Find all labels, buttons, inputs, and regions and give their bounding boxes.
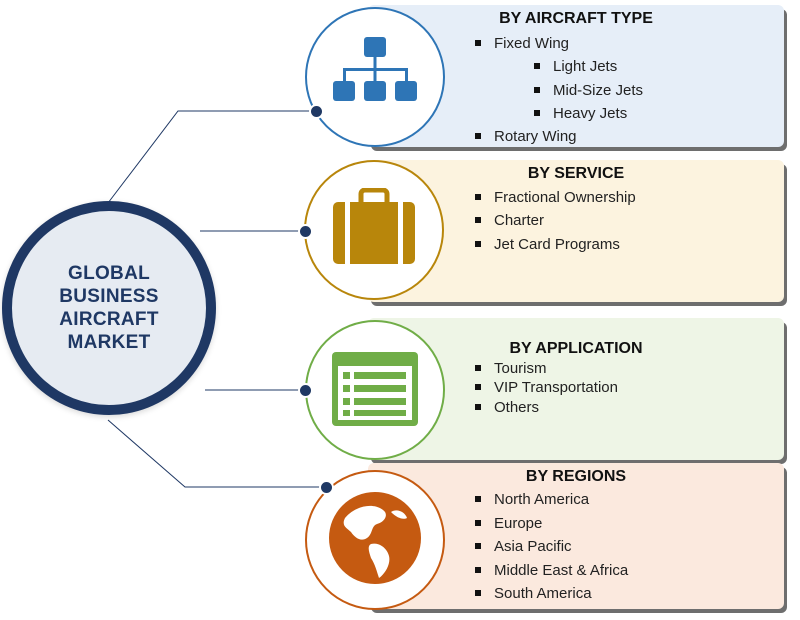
icon-ring-aircraft-type: [305, 7, 445, 147]
list-item: South America: [475, 585, 592, 602]
connector-dot: [319, 480, 334, 495]
panel-title-aircraft-type: BY AIRCRAFT TYPE: [499, 10, 653, 27]
list-item: Fixed Wing: [475, 35, 569, 52]
connector-dot: [298, 383, 313, 398]
list-item: Tourism: [475, 360, 547, 377]
list-item: Heavy Jets: [534, 105, 627, 122]
list-item: Middle East & Africa: [475, 562, 628, 579]
list-item: Europe: [475, 515, 542, 532]
list-item: Light Jets: [534, 58, 617, 75]
icon-ring-application: [305, 320, 445, 460]
globe-icon: [325, 488, 425, 593]
list-item: Rotary Wing: [475, 128, 577, 145]
list-item: Fractional Ownership: [475, 189, 636, 206]
central-hub-circle: GLOBAL BUSINESS AIRCRAFT MARKET: [2, 201, 216, 415]
panel-title-service: BY SERVICE: [527, 165, 625, 182]
icon-ring-regions: [305, 470, 445, 610]
panel-title-regions: BY REGIONS: [525, 468, 627, 485]
icon-ring-service: [304, 160, 444, 300]
list-item: Charter: [475, 212, 544, 229]
briefcase-icon: [329, 187, 419, 273]
panel-service: BY SERVICE Fractional Ownership Charter …: [368, 160, 784, 302]
connector-dot: [309, 104, 324, 119]
list-item: North America: [475, 491, 589, 508]
list-item: Mid-Size Jets: [534, 82, 643, 99]
panel-application: BY APPLICATION Tourism VIP Transportatio…: [368, 318, 784, 460]
connector-dot: [298, 224, 313, 239]
hub-title: GLOBAL BUSINESS AIRCRAFT MARKET: [59, 263, 159, 353]
list-item: Jet Card Programs: [475, 236, 620, 253]
list-window-icon: [330, 348, 420, 433]
panel-title-application: BY APPLICATION: [509, 340, 643, 357]
list-item: Asia Pacific: [475, 538, 572, 555]
list-item: Others: [475, 399, 539, 416]
list-item: VIP Transportation: [475, 379, 618, 396]
hierarchy-icon: [330, 35, 420, 120]
